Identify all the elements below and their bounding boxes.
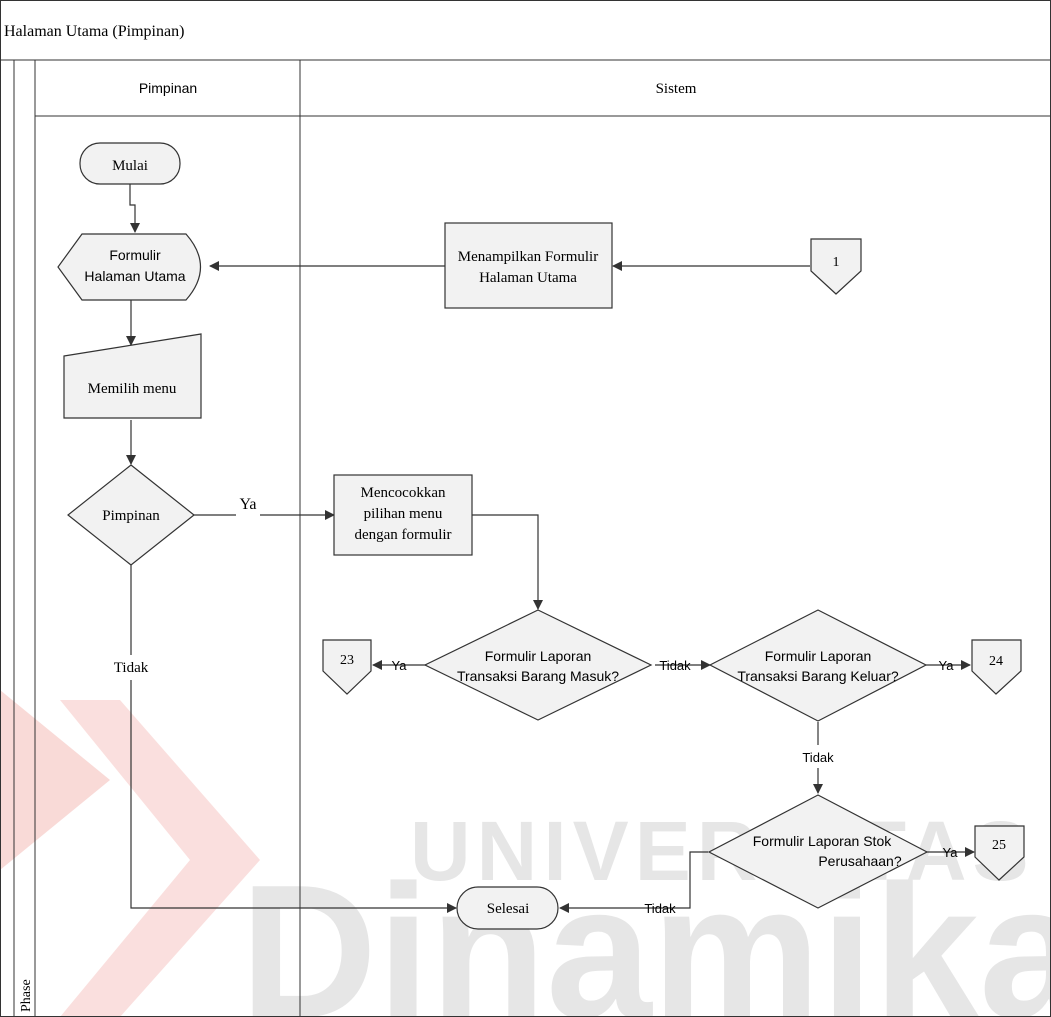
process-match-line2: pilihan menu [364, 506, 443, 522]
watermark-bottom-text: Dinamika [240, 846, 1051, 1017]
lane-header-pimpinan: Pimpinan [139, 80, 197, 96]
decision-barang-masuk: Formulir Laporan Transaksi Barang Masuk? [423, 609, 653, 721]
offpage-connector-25: 25 [974, 825, 1025, 881]
edge-labels: Ya Tidak Ya Tidak Ya Tidak Ya Tidak [114, 496, 958, 916]
watermark-logo [0, 690, 110, 870]
decision-stok-perusahaan: Formulir Laporan Stok Perusahaan? [707, 794, 929, 909]
process-match-line3: dengan formulir [354, 527, 451, 543]
start-label: Mulai [112, 158, 148, 174]
process-match-line1: Mencocokkan [361, 485, 446, 501]
end-label: Selesai [487, 901, 530, 917]
end-terminator: Selesai [456, 886, 559, 930]
edge-label-ya-pimpinan: Ya [239, 496, 256, 513]
decision-out-line2: Transaksi Barang Keluar? [737, 668, 899, 684]
decision-stock-line2: Perusahaan? [818, 853, 902, 869]
phase-label: Phase [19, 979, 34, 1012]
lane-header-sistem: Sistem [656, 81, 697, 97]
process-mencocokkan: Mencocokkan pilihan menu dengan formulir [333, 474, 473, 556]
offpage-connector-24: 24 [971, 639, 1022, 695]
display-label-line2: Halaman Utama [84, 268, 185, 284]
decision-barang-keluar: Formulir Laporan Transaksi Barang Keluar… [708, 609, 928, 722]
edge-label-ya-25: Ya [943, 845, 959, 860]
pool-title: Halaman Utama (Pimpinan) [4, 23, 184, 40]
decision-pimpinan: Pimpinan [67, 464, 195, 566]
manual-input-label: Memilih menu [88, 381, 177, 397]
decision-in-line2: Transaksi Barang Masuk? [457, 668, 619, 684]
edge-label-ya-24: Ya [939, 658, 955, 673]
connector-25-label: 25 [992, 838, 1006, 853]
connector-23-label: 23 [340, 653, 354, 668]
decision-in-line1: Formulir Laporan [485, 648, 592, 664]
manual-input-memilih-menu: Memilih menu [63, 333, 202, 419]
offpage-connector-1: 1 [810, 238, 862, 295]
process-show-line2: Halaman Utama [479, 270, 577, 286]
decision-out-line1: Formulir Laporan [765, 648, 872, 664]
display-form-halaman-utama: Formulir Halaman Utama [57, 233, 201, 301]
edge-label-tidak-keluar: Tidak [802, 750, 834, 765]
connector-1-label: 1 [833, 255, 840, 270]
process-show-line1: Menampilkan Formulir [458, 249, 598, 265]
edge-label-ya-23: Ya [392, 658, 408, 673]
process-menampilkan-formulir: Menampilkan Formulir Halaman Utama [444, 222, 613, 309]
decision-pimpinan-label: Pimpinan [102, 508, 160, 524]
edge-label-tidak-pimpinan: Tidak [114, 660, 149, 676]
display-label-line1: Formulir [109, 247, 161, 263]
flow-lines [126, 184, 975, 913]
start-terminator: Mulai [79, 142, 181, 185]
edge-label-tidak-stok: Tidak [644, 901, 676, 916]
edge-label-tidak-masuk: Tidak [659, 658, 691, 673]
connector-24-label: 24 [989, 654, 1003, 669]
decision-stock-line1: Formulir Laporan Stok [753, 833, 893, 849]
offpage-connector-23: 23 [322, 639, 372, 695]
